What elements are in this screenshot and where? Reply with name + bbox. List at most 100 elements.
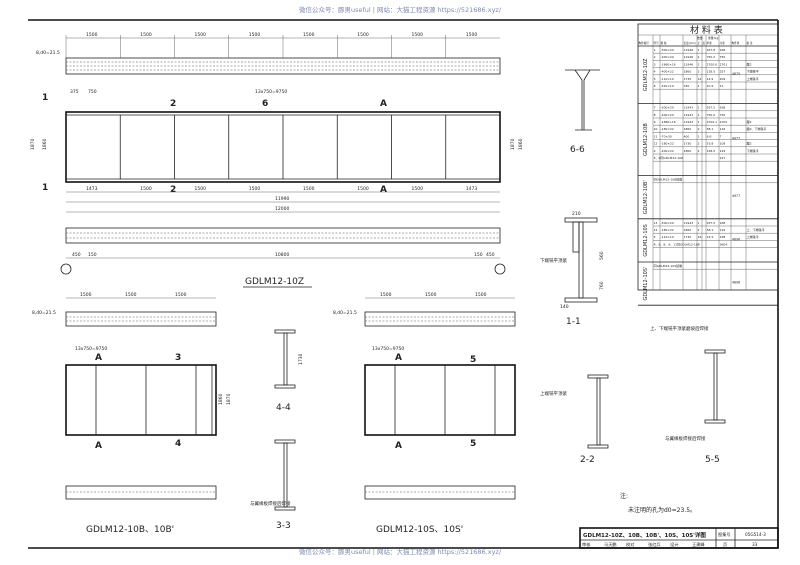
- callout: 与翼缘板焊接后焊接: [250, 500, 291, 507]
- table-cell: -110×10: [661, 235, 674, 239]
- table-cell: 下端铣平: [747, 148, 759, 153]
- table-header: 反: [703, 41, 706, 45]
- section-label: 4-4: [276, 403, 291, 413]
- table-cell: 750: [720, 55, 726, 59]
- section-label: 3-3: [276, 521, 291, 531]
- table-cell: 10: [654, 127, 658, 131]
- section-3-3: 与翼缘板焊接后焊接 3-3: [250, 439, 296, 531]
- table-cell: 10.9: [707, 84, 714, 88]
- table-cell: 1730: [684, 77, 692, 81]
- dim: 560: [599, 251, 605, 260]
- main-bottom-flange: 450 150 10800 150 450: [60, 227, 506, 275]
- table-cell: 937.5: [707, 106, 716, 110]
- drawing-title: GDLM12-10Z、10B、10B'、10S、10S'详图: [583, 531, 706, 539]
- table-cell: 5、6同GDLM12-10Z: [654, 155, 684, 160]
- main-view-title: GDLM12-10Z: [245, 277, 304, 287]
- table-cell: 1860: [684, 70, 692, 74]
- group-total: 4896: [732, 281, 740, 285]
- cut-mark: A: [95, 441, 102, 451]
- table-cell: -180×22: [661, 142, 674, 146]
- cut-mark: 5: [470, 355, 476, 365]
- table-cell: 同GDLM12-10S镜像: [654, 263, 683, 268]
- table-cell: 同GDLM12-10B镜像: [654, 177, 683, 182]
- table-row: 4、6、8、9、11同GDLM12-10B 3604: [653, 241, 778, 248]
- table-cell: 116: [720, 127, 726, 131]
- section-6-6: 6-6: [565, 69, 600, 155]
- table-cell: 14: [698, 77, 702, 81]
- group-total: 4896: [732, 237, 740, 241]
- table-cell: 2700: [720, 120, 728, 124]
- table-header: 构件重: [732, 41, 740, 45]
- table-cell: 4、6、8、9、11同GDLM12-10B: [654, 241, 700, 246]
- section-label: 5-5: [705, 455, 720, 465]
- group-name: GDLM12-10B: [643, 123, 649, 156]
- dim: 1500: [425, 292, 437, 298]
- cut-mark: A: [95, 353, 102, 363]
- table-cell: 1860: [684, 127, 692, 131]
- dim: 375: [70, 89, 79, 95]
- callout: 上端铣平顶紧: [540, 390, 567, 397]
- table-cell: 129: [720, 149, 726, 153]
- table-cell: 1: [654, 48, 656, 52]
- dim: 1500: [140, 186, 152, 192]
- section-2-2: 上端铣平顶紧 2-2: [540, 374, 609, 465]
- table-cell: 12: [654, 142, 658, 146]
- dim: 150: [474, 252, 483, 258]
- table-header: 规 格: [661, 41, 667, 45]
- cut-mark: 3: [175, 353, 181, 363]
- group-name: GDLM12-10S: [643, 224, 649, 257]
- dim: 140: [560, 304, 569, 310]
- table-cell: -1860×16: [661, 120, 676, 124]
- table-cell: 2700.1: [707, 120, 718, 124]
- callout: 上、下端铣平顶紧磨坡后焊接: [650, 325, 709, 332]
- table-cell: 11946: [684, 55, 694, 59]
- title-role: 审核: [582, 541, 591, 548]
- table-cell: 128.5: [707, 149, 716, 153]
- section-label: 6-6: [570, 145, 585, 155]
- cut-mark: 2: [170, 99, 176, 109]
- section-label: 2-2: [580, 455, 595, 465]
- dim: 1500: [140, 32, 152, 38]
- table-cell: -400×20: [661, 55, 674, 59]
- table-cell: -110×10: [661, 77, 674, 81]
- dim: 1500: [303, 32, 315, 38]
- dim: 1870: [30, 138, 36, 150]
- title-role: 张红兵: [648, 541, 661, 548]
- b-view: 1500 1500 1500 8,d0=21.5 13x750=9750 A 3…: [32, 292, 232, 535]
- table-cell: 1730: [684, 235, 692, 239]
- table-cell: -400×22: [661, 70, 674, 74]
- cut-mark: A: [380, 99, 387, 109]
- table-cell: 7: [654, 106, 656, 110]
- table-title: 材 料 表: [690, 24, 723, 36]
- hole-note: 8,d0=21.5: [32, 310, 56, 316]
- pitch-dim: 13x750=9750: [372, 346, 404, 352]
- table-cell: 1: [698, 221, 700, 225]
- table-cell: 上端铣平: [747, 234, 759, 239]
- table-header: 单重: [707, 41, 713, 45]
- table-cell: 4: [654, 149, 656, 153]
- table-cell: 937.8: [707, 48, 716, 52]
- dim: 1500: [466, 32, 478, 38]
- table-cell: 11: [720, 84, 724, 88]
- table-cell: 1: [698, 106, 700, 110]
- title-role: 设计: [670, 541, 678, 548]
- table-cell: 7: [720, 134, 722, 138]
- dim: 1500: [412, 186, 424, 192]
- dim: 1500: [195, 32, 207, 38]
- table-cell: 1: [698, 120, 700, 124]
- cut-mark: 5: [470, 439, 476, 449]
- table-cell: 11943: [684, 106, 694, 110]
- table-cell: 3604: [720, 242, 728, 246]
- table-cell: 5: [654, 77, 656, 81]
- dim: 1500: [80, 292, 92, 298]
- title-role: 马天鹏: [604, 541, 617, 548]
